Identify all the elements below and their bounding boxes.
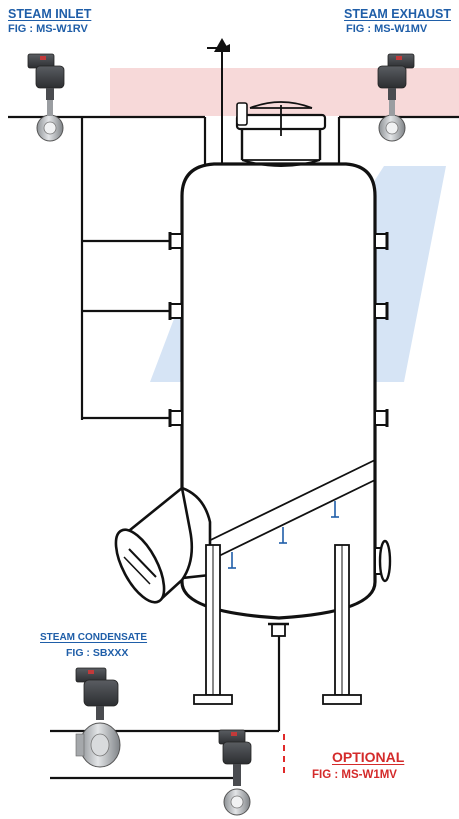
steam-exhaust-valve (377, 53, 415, 142)
vent-arrow-icon (214, 38, 230, 52)
steam-inlet-title: STEAM INLET (8, 7, 92, 21)
ball-valve-icon (75, 722, 121, 768)
nozzle-right-2 (374, 303, 388, 319)
right-manway (374, 539, 392, 583)
optional-title: OPTIONAL (332, 749, 405, 765)
support-legs (193, 544, 362, 705)
drain-nozzle (271, 623, 286, 637)
nozzle-left-2 (169, 303, 183, 319)
steam-condensate-title: STEAM CONDENSATE (40, 632, 148, 643)
top-manhole (235, 101, 327, 167)
pneumatic-actuator-icon (75, 667, 119, 720)
side-nozzles (168, 232, 389, 427)
steam-inlet-fig: FIG : MS-W1RV (8, 23, 88, 35)
butterfly-valve-icon (223, 788, 251, 816)
door-nozzle-elbow (128, 485, 194, 603)
rail-supports (228, 501, 339, 569)
door-nozzle (114, 485, 212, 604)
steam-condensate-fig: FIG : SBXXX (66, 647, 129, 659)
steam-inlet-valve (27, 53, 65, 142)
steam-exhaust-title: STEAM EXHAUST (344, 7, 451, 21)
leg-right-base (322, 694, 362, 705)
nozzle-left-3 (169, 410, 183, 426)
butterfly-valve-icon (378, 100, 406, 142)
nozzle-right-3 (374, 410, 388, 426)
pneumatic-actuator-icon (218, 729, 252, 786)
optional-valve (218, 729, 252, 816)
optional-fig: FIG : MS-W1MV (312, 769, 397, 781)
leg-left-base (193, 694, 233, 705)
manhole-hinge (236, 102, 248, 126)
nozzle-left-1 (169, 233, 183, 249)
pneumatic-actuator-icon (27, 53, 65, 100)
steam-condensate-valve (75, 667, 121, 768)
butterfly-valve-icon (36, 100, 64, 142)
pneumatic-actuator-icon (377, 53, 415, 100)
inlet-piping (8, 115, 207, 420)
nozzle-right-1 (374, 233, 388, 249)
steam-exhaust-fig: FIG : MS-W1MV (346, 23, 428, 35)
door-cover (114, 528, 166, 604)
